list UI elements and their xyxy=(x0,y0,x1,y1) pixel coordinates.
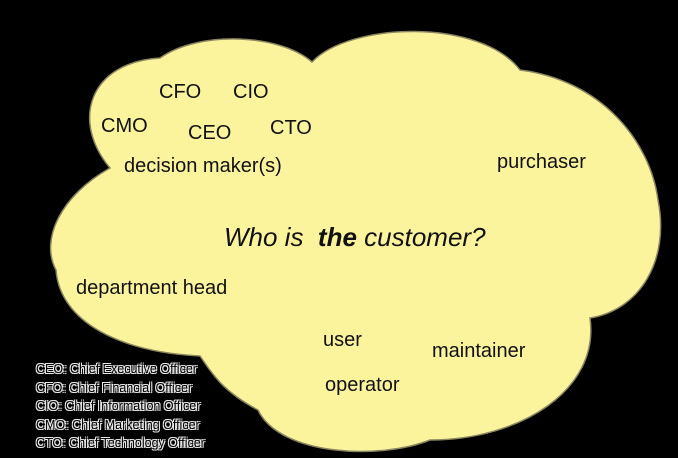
role-purchaser: purchaser xyxy=(497,151,586,173)
question-suffix: customer? xyxy=(364,222,486,252)
legend-item-ceo: CEO: Chief Executive Officer xyxy=(36,362,197,376)
central-question: Who is the customer? xyxy=(224,224,486,250)
role-cmo: CMO xyxy=(101,115,148,137)
legend-item-cto: CTO: Chief Technology Officer xyxy=(36,436,205,450)
legend-item-cfo: CFO: Chief Financial Officer xyxy=(36,380,193,395)
role-cfo: CFO xyxy=(159,81,202,103)
role-department-head: department head xyxy=(76,277,228,299)
role-cio: CIO xyxy=(233,81,269,103)
role-cto: CTO xyxy=(270,117,312,139)
role-ceo: CEO xyxy=(188,122,232,144)
legend-item-cmo: CMO: Chief Marketing Officer xyxy=(36,417,200,432)
role-decision-makers: decision maker(s) xyxy=(124,155,282,177)
question-prefix: Who is xyxy=(224,222,304,252)
role-user: user xyxy=(323,329,362,351)
legend-item-cio: CIO: Chief Information Officer xyxy=(36,399,201,413)
role-maintainer: maintainer xyxy=(432,340,526,362)
question-emphasis: the xyxy=(317,222,357,252)
abbreviation-legend: CEO: Chief Executive Officer CFO: Chief … xyxy=(36,360,205,453)
cloud-outline xyxy=(49,30,662,453)
role-operator: operator xyxy=(325,374,400,396)
